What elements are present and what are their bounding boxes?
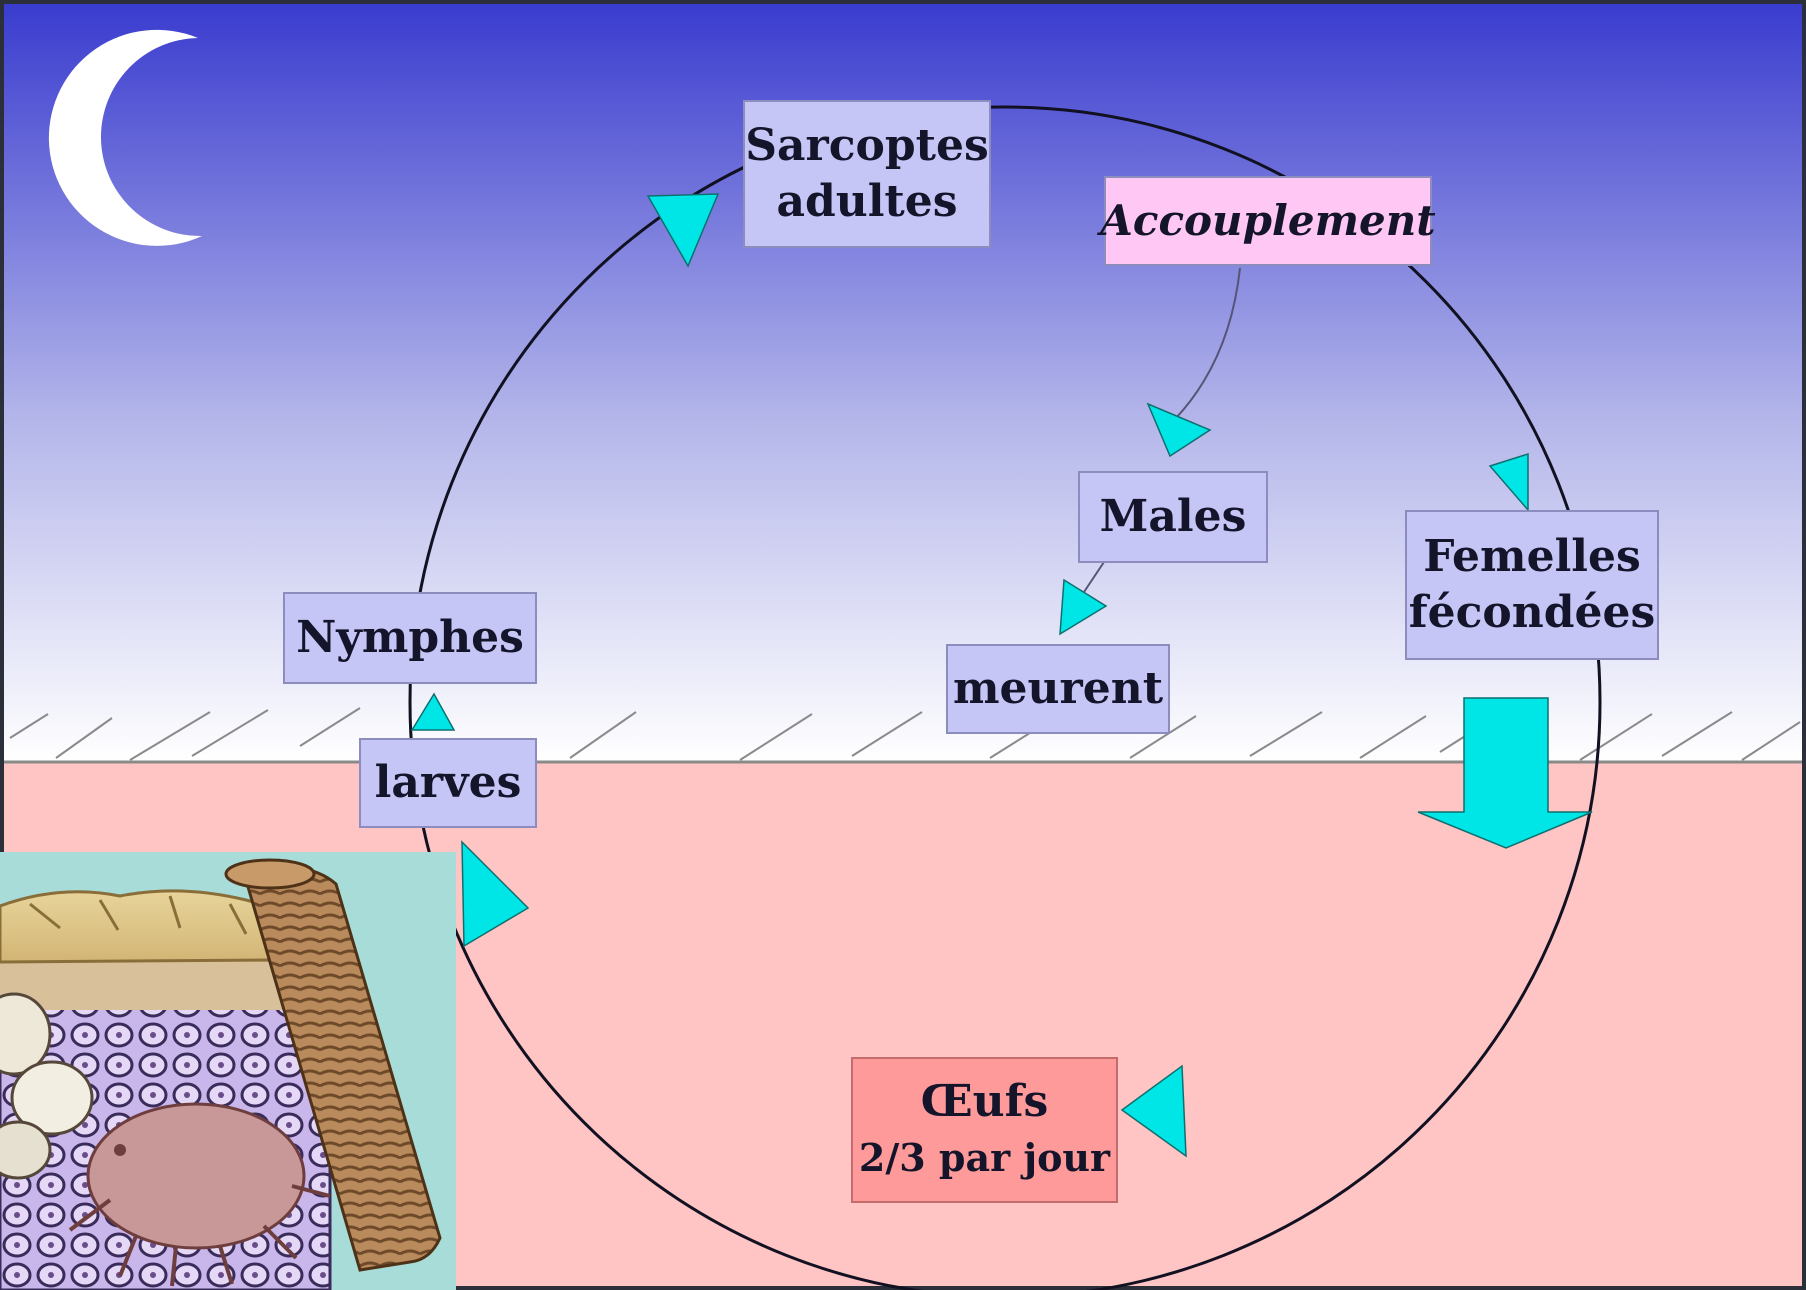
arrow-to-oeufs-icon [1120,1064,1187,1158]
stage-eggs-line2: 2/3 par jour [858,1135,1111,1180]
stage-eggs: Œufs 2/3 par jour [851,1057,1118,1203]
stage-mating: Accouplement [1100,176,1436,266]
connector-males-meurent [1079,555,1109,599]
stage-fertilized-females: Femelles fécondées [1405,510,1659,660]
cycle-circle [408,105,1602,1290]
stage-nymphs: Nymphes [283,592,537,684]
stage-adult-sarcoptes: Sarcoptes adultes [743,100,991,248]
skin-cross-section-illustration [0,852,456,1290]
arrow-to-adultes-icon [646,193,720,268]
stage-females-line2: fécondées [1408,587,1656,638]
stage-die: meurent [946,644,1170,734]
connector-accouplement-males [1175,267,1241,419]
stage-larvae-label: larves [374,757,522,808]
stage-adult-line2: adultes [776,176,958,227]
stage-males: Males [1078,471,1268,563]
stage-eggs-line1: Œufs [920,1076,1049,1127]
stage-nymphs-label: Nymphes [296,612,524,663]
stage-larvae: larves [359,738,537,828]
stage-females-line1: Femelles [1423,531,1641,582]
stage-adult-line1: Sarcoptes [745,120,989,171]
stage-mating-label: Accouplement [1100,196,1436,245]
arrow-to-nymphes-icon [410,692,456,731]
stage-males-label: Males [1099,491,1247,542]
stage-die-label: meurent [952,663,1164,714]
arrow-to-males-icon [1146,402,1212,458]
arrow-to-meurent-icon [1059,578,1108,636]
arrow-to-larves-icon [461,840,530,948]
egg-laying-arrow-icon [1417,697,1593,849]
arrow-to-femelles-icon [1488,452,1529,513]
moon-icon [48,29,202,246]
